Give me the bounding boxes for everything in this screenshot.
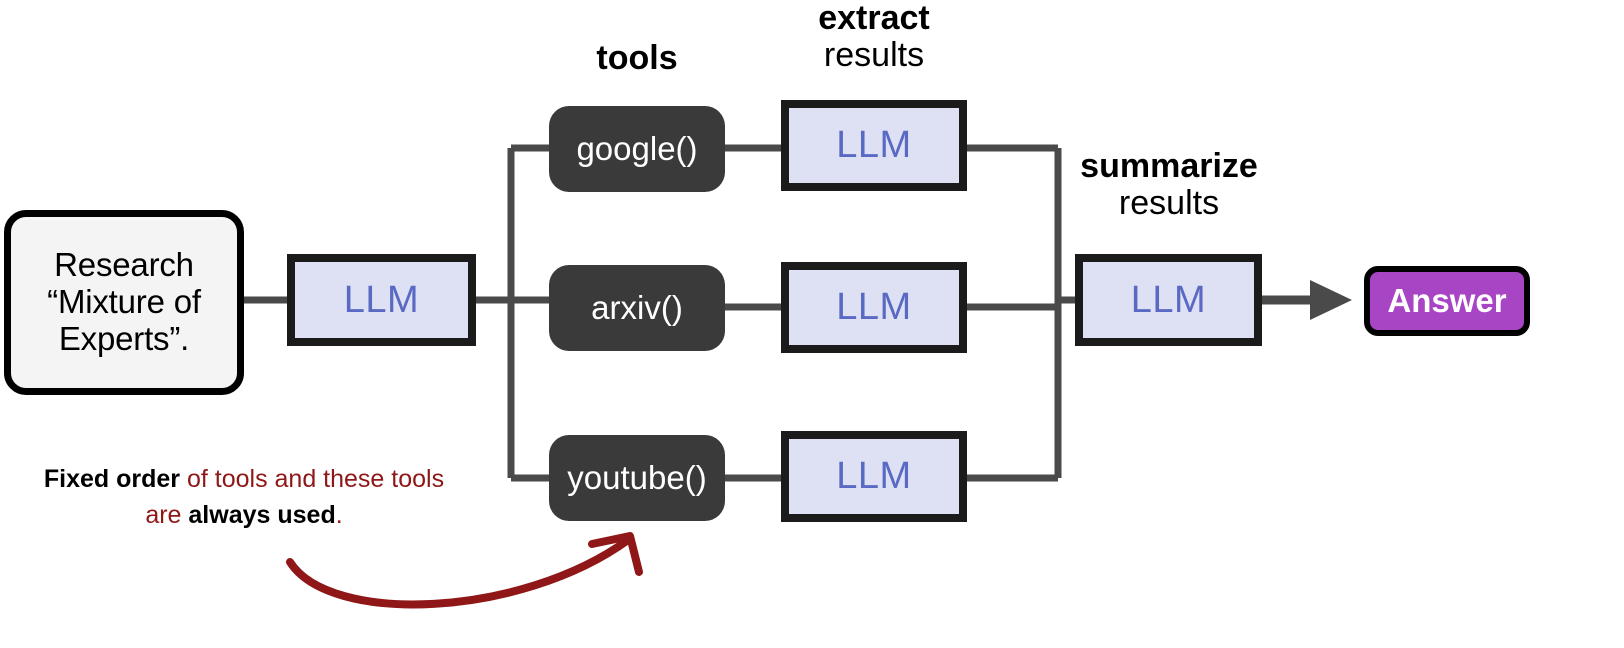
stage-label-tools: tools bbox=[549, 40, 725, 77]
annotation-line-2-bold: always used bbox=[188, 500, 336, 529]
llm-extract-arxiv-node: LLM bbox=[781, 262, 967, 353]
tool-youtube-node: youtube() bbox=[549, 435, 725, 521]
stage-label-extract-regular: results bbox=[823, 35, 925, 74]
annotation-line-2-post: . bbox=[335, 500, 343, 529]
tool-google-node: google() bbox=[549, 106, 725, 192]
arrow-summarize-to-answer bbox=[1262, 280, 1352, 320]
answer-node: Answer bbox=[1364, 266, 1530, 336]
tool-arxiv-node: arxiv() bbox=[549, 265, 725, 351]
annotation-line-1: Fixed order of tools and these bbox=[44, 465, 384, 493]
llm-router-node: LLM bbox=[287, 254, 476, 346]
stage-label-extract: extract results bbox=[781, 0, 967, 73]
annotation-curve-arrow bbox=[286, 532, 643, 609]
stage-label-summarize: summarize results bbox=[1036, 148, 1302, 221]
stage-label-summarize-regular: results bbox=[1118, 183, 1220, 222]
llm-summarize-node: LLM bbox=[1075, 254, 1262, 346]
annotation-line-1-rest: of tools and these bbox=[180, 465, 385, 493]
llm-extract-google-node: LLM bbox=[781, 100, 967, 191]
llm-extract-youtube-node: LLM bbox=[781, 431, 967, 522]
annotation-line-2: tools are always used. bbox=[145, 465, 444, 529]
stage-label-summarize-bold: summarize bbox=[1080, 147, 1258, 185]
annotation-line-2-pre: tools are bbox=[145, 465, 445, 529]
annotation-line-1-bold: Fixed order bbox=[43, 465, 181, 493]
stage-label-tools-bold: tools bbox=[596, 39, 678, 77]
annotation-caption: Fixed order of tools and these tools are… bbox=[24, 462, 464, 533]
prompt-card: Research “Mixture of Experts”. bbox=[4, 210, 244, 395]
stage-label-extract-bold: extract bbox=[818, 0, 930, 37]
